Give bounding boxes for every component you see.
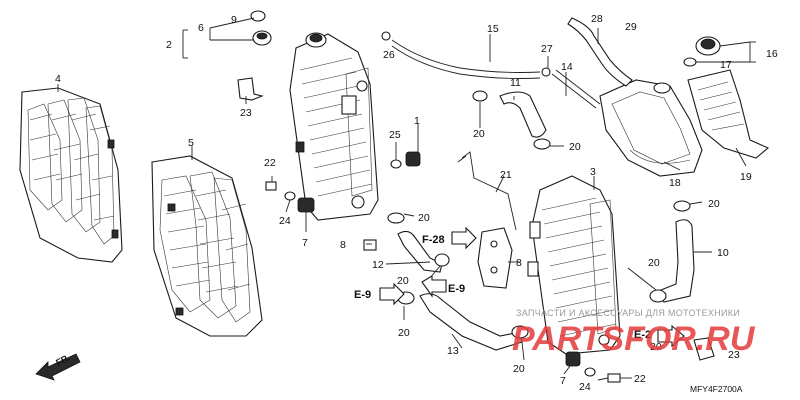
label-24a: 24 (279, 215, 291, 227)
label-7a: 7 (302, 237, 308, 249)
label-20d: 20 (418, 212, 430, 224)
hose-10-part (655, 219, 695, 303)
hose-14-part (551, 69, 601, 109)
label-17: 17 (720, 59, 732, 71)
cap-9-part (250, 10, 272, 46)
label-27: 27 (541, 43, 553, 55)
label-11: 11 (510, 77, 521, 89)
label-15: 15 (487, 23, 499, 35)
watermark-small-text: ЗАПЧАСТИ И АКСЕССУАРЫ ДЛЯ МОТОТЕХНИКИ (516, 308, 740, 318)
radiator-grille-inner-part (151, 155, 263, 337)
label-18: 18 (669, 177, 681, 189)
label-22a: 22 (264, 157, 276, 169)
label-9: 9 (231, 14, 237, 26)
grommet-1-part (405, 151, 421, 167)
washer-24-part (284, 191, 596, 377)
label-6: 6 (198, 22, 204, 34)
label-25: 25 (389, 129, 401, 141)
hose-12-part (397, 230, 443, 273)
clip-23-part (237, 77, 715, 361)
label-20a: 20 (473, 128, 485, 140)
reservoir-cap-part (683, 36, 721, 67)
label-2: 2 (166, 39, 172, 51)
reservoir-tank-part (599, 79, 703, 177)
drawing-code: MFY4F2700A (690, 384, 743, 394)
label-22b: 22 (634, 373, 646, 385)
label-24b: 24 (579, 381, 591, 393)
grommet-7-part (297, 197, 581, 367)
label-20e: 20 (397, 275, 409, 287)
section-reference-labels: F-28 E-9 E-9 E-2 (354, 234, 651, 341)
label-8b: 8 (516, 257, 522, 269)
radiator-right-part (527, 175, 621, 355)
label-19: 19 (740, 171, 752, 183)
ref-e9-left: E-9 (354, 289, 371, 301)
hose-11-part (499, 91, 547, 138)
label-20g: 20 (398, 327, 410, 339)
part-number-labels: 4 5 2 6 9 23 26 15 27 14 28 29 16 17 11 … (55, 13, 778, 393)
bracket-21-part (457, 151, 517, 231)
label-26: 26 (383, 49, 395, 61)
label-8a: 8 (340, 239, 346, 251)
label-4: 4 (55, 73, 61, 85)
label-20f: 20 (648, 257, 660, 269)
label-5: 5 (188, 137, 194, 149)
label-21: 21 (500, 169, 512, 181)
washer-25-part (390, 159, 402, 169)
ref-e9-right: E-9 (448, 283, 465, 295)
radiator-left-part (289, 32, 379, 221)
stay-8-part (477, 227, 513, 289)
label-29: 29 (625, 21, 637, 33)
label-20c: 20 (708, 198, 720, 210)
label-12: 12 (372, 259, 384, 271)
label-10: 10 (717, 247, 729, 259)
label-3: 3 (590, 166, 596, 178)
ref-e2: E-2 (634, 329, 651, 341)
nut-8-part (363, 239, 377, 251)
label-23a: 23 (240, 107, 252, 119)
hose-13-part (419, 293, 523, 351)
label-16: 16 (766, 48, 778, 60)
ref-arrows (35, 226, 685, 381)
label-20b: 20 (569, 141, 581, 153)
ref-f28: F-28 (422, 234, 445, 246)
hose-15-part (391, 39, 541, 79)
watermark-brand: PARTSFOR.RU (512, 320, 756, 358)
label-20i: 20 (650, 341, 662, 353)
label-28: 28 (591, 13, 603, 25)
radiator-grille-left-part (19, 87, 123, 263)
label-23b: 23 (728, 349, 740, 361)
reservoir-cover-part (687, 69, 770, 159)
label-13: 13 (447, 345, 459, 357)
label-7b: 7 (560, 375, 566, 387)
label-20h: 20 (513, 363, 525, 375)
leader-lines (57, 17, 756, 381)
clamp-parts (381, 31, 691, 339)
hose-28-29-part (567, 17, 633, 87)
label-1: 1 (414, 115, 420, 127)
label-14: 14 (561, 61, 573, 73)
